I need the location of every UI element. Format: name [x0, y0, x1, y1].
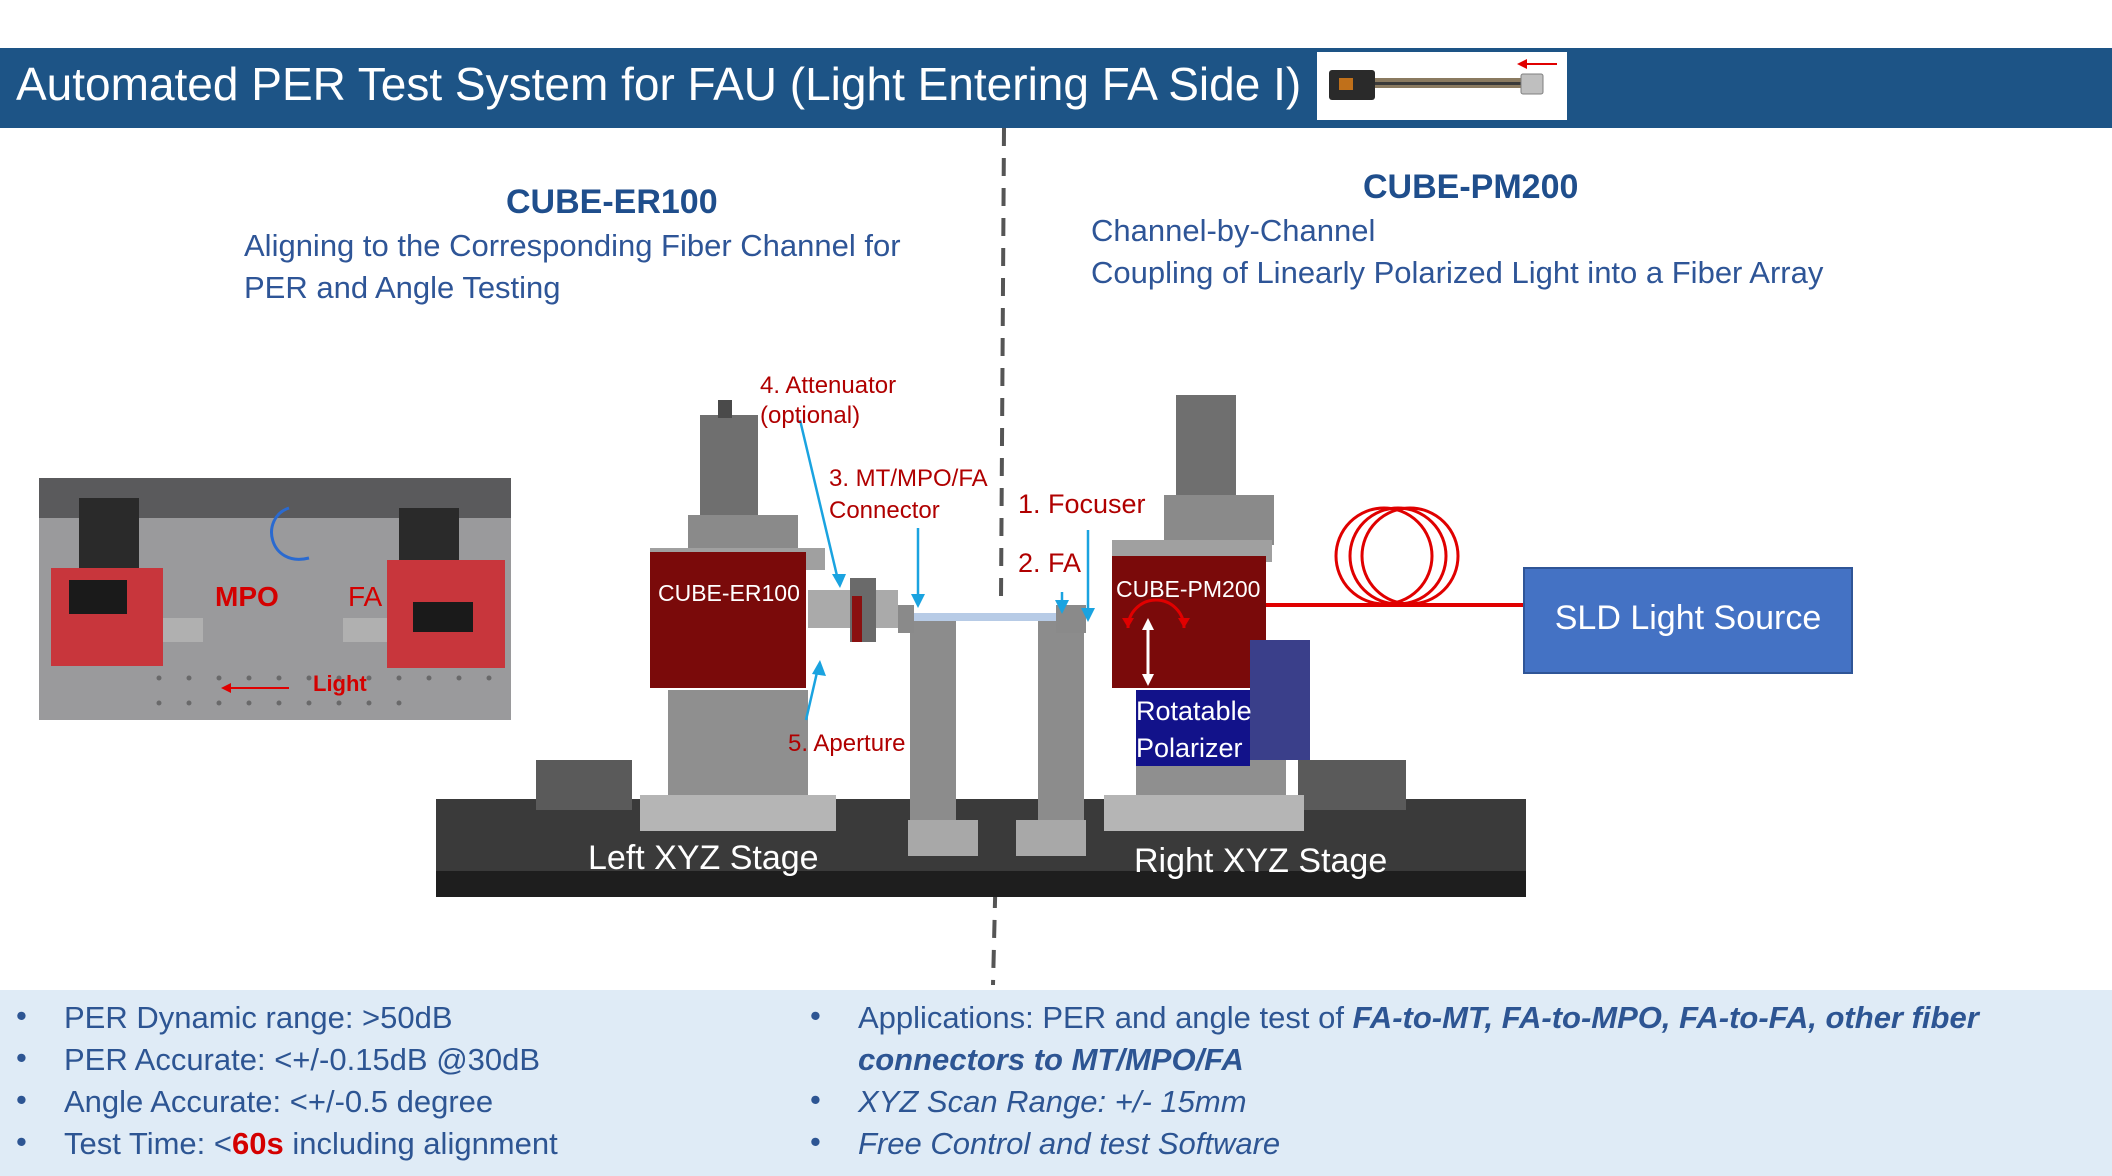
spec-applications-cont: connectors to MT/MPO/FA: [810, 1042, 2090, 1082]
right-motor-top: [1176, 395, 1236, 495]
bullet: •: [16, 998, 27, 1033]
cube-er100-box: [650, 552, 806, 688]
right-tower-neck: [1164, 495, 1274, 545]
spec-per-accuracy: • PER Accurate: <+/-0.15dB @30dB: [16, 1040, 541, 1077]
right-panel-line2: Coupling of Linearly Polarized Light int…: [1091, 255, 1824, 290]
fa-left-holder: [898, 605, 914, 633]
connector-label-line2: Connector: [829, 497, 940, 524]
photo-light-label: Light: [313, 671, 367, 696]
specs-band: [0, 990, 2112, 1176]
left-stage-base: [640, 795, 836, 831]
polarizer-motor: [1250, 640, 1310, 760]
rotation-arrow: [1126, 598, 1186, 629]
spec-angle-accuracy: • Angle Accurate: <+/-0.5 degree: [16, 1082, 494, 1119]
page-title: Automated PER Test System for FAU (Light…: [16, 58, 1302, 110]
right-panel-heading: CUBE-PM200: [1363, 168, 1579, 206]
divider-line-top: [999, 127, 1006, 601]
fau-cable-image: [1317, 52, 1567, 120]
applications-list-cont: connectors to MT/MPO/FA: [858, 1042, 1244, 1077]
fiber-coil-3: [1360, 506, 1460, 606]
spec-test-time: • Test Time: <60s including alignment: [16, 1124, 776, 1166]
left-motor-top: [700, 415, 758, 515]
sld-light-source-label: SLD Light Source: [1554, 599, 1822, 637]
aperture-disk: [852, 596, 862, 642]
right-fa-post-base: [1016, 820, 1086, 856]
applications-list: FA-to-MT, FA-to-MPO, FA-to-FA, other fib…: [1352, 1000, 1979, 1035]
connector-label-line1: 3. MT/MPO/FA: [829, 465, 988, 492]
bullet: •: [16, 1124, 27, 1159]
left-fa-post-base: [908, 820, 978, 856]
bullet: •: [810, 1082, 821, 1117]
breadboard: [436, 799, 1526, 871]
breadboard-front: [436, 871, 1526, 897]
bullet: •: [16, 1040, 27, 1075]
photo-mpo-label: MPO: [215, 581, 279, 612]
spec-scan-range: • XYZ Scan Range: +/- 15mm: [810, 1082, 1247, 1119]
right-stage-base: [1104, 795, 1304, 831]
attenuator-label-line1: 4. Attenuator: [760, 372, 897, 399]
bullet: •: [810, 998, 821, 1033]
left-tower-neck: [688, 515, 798, 550]
left-stage-motor: [536, 760, 632, 810]
sld-light-source-box: SLD Light Source: [1523, 567, 1853, 674]
test-time-prefix: Test Time: <: [64, 1126, 232, 1161]
test-time-suffix: including alignment: [283, 1126, 558, 1161]
polarizer-label-line1: Rotatable: [1136, 696, 1252, 726]
right-stage-label: Right XYZ Stage: [1134, 842, 1388, 880]
title-bar: [0, 48, 2112, 128]
cube-pm200-box: [1112, 556, 1266, 688]
fiber-coil-1: [1334, 506, 1434, 606]
spec-applications: • Applications: PER and angle test of FA…: [810, 998, 2090, 1040]
right-fa-post: [1038, 615, 1084, 855]
photo-fa-label: FA: [348, 581, 383, 612]
polarizer-box: [1136, 690, 1250, 766]
focuser-label: 1. Focuser: [1018, 489, 1146, 519]
aperture-label: 5. Aperture: [788, 730, 906, 757]
bullet: •: [16, 1082, 27, 1117]
right-panel-line1: Channel-by-Channel: [1091, 213, 1376, 248]
left-fa-post: [910, 615, 956, 855]
fa-fiber: [908, 613, 1058, 621]
leader-aperture: [804, 667, 820, 721]
attenuator-label-line2: (optional): [760, 402, 861, 429]
left-motor-cap: [718, 400, 732, 418]
bullet: •: [810, 1124, 821, 1159]
fa-label: 2. FA: [1018, 548, 1082, 578]
spec-per-dynamic-range: • PER Dynamic range: >50dB: [16, 998, 453, 1035]
cube-er100-label: CUBE-ER100: [658, 580, 800, 606]
cube-pm200-label: CUBE-PM200: [1116, 576, 1261, 602]
spec-software: • Free Control and test Software: [810, 1124, 1281, 1161]
left-panel-line1: Aligning to the Corresponding Fiber Chan…: [244, 228, 901, 263]
applications-prefix: Applications: PER and angle test of: [858, 1000, 1353, 1035]
polarizer-label-line2: Polarizer: [1136, 733, 1243, 763]
divider-line-bottom: [991, 859, 998, 986]
left-panel-line2: PER and Angle Testing: [244, 270, 561, 305]
left-stage-label: Left XYZ Stage: [588, 839, 819, 877]
leader-attenuator: [798, 419, 840, 581]
test-time-value: 60s: [231, 1126, 284, 1161]
setup-photo: MPO FA Light: [39, 478, 511, 720]
right-stage-motor: [1298, 760, 1406, 810]
left-panel-heading: CUBE-ER100: [506, 183, 718, 221]
left-stage-lower: [668, 690, 808, 810]
